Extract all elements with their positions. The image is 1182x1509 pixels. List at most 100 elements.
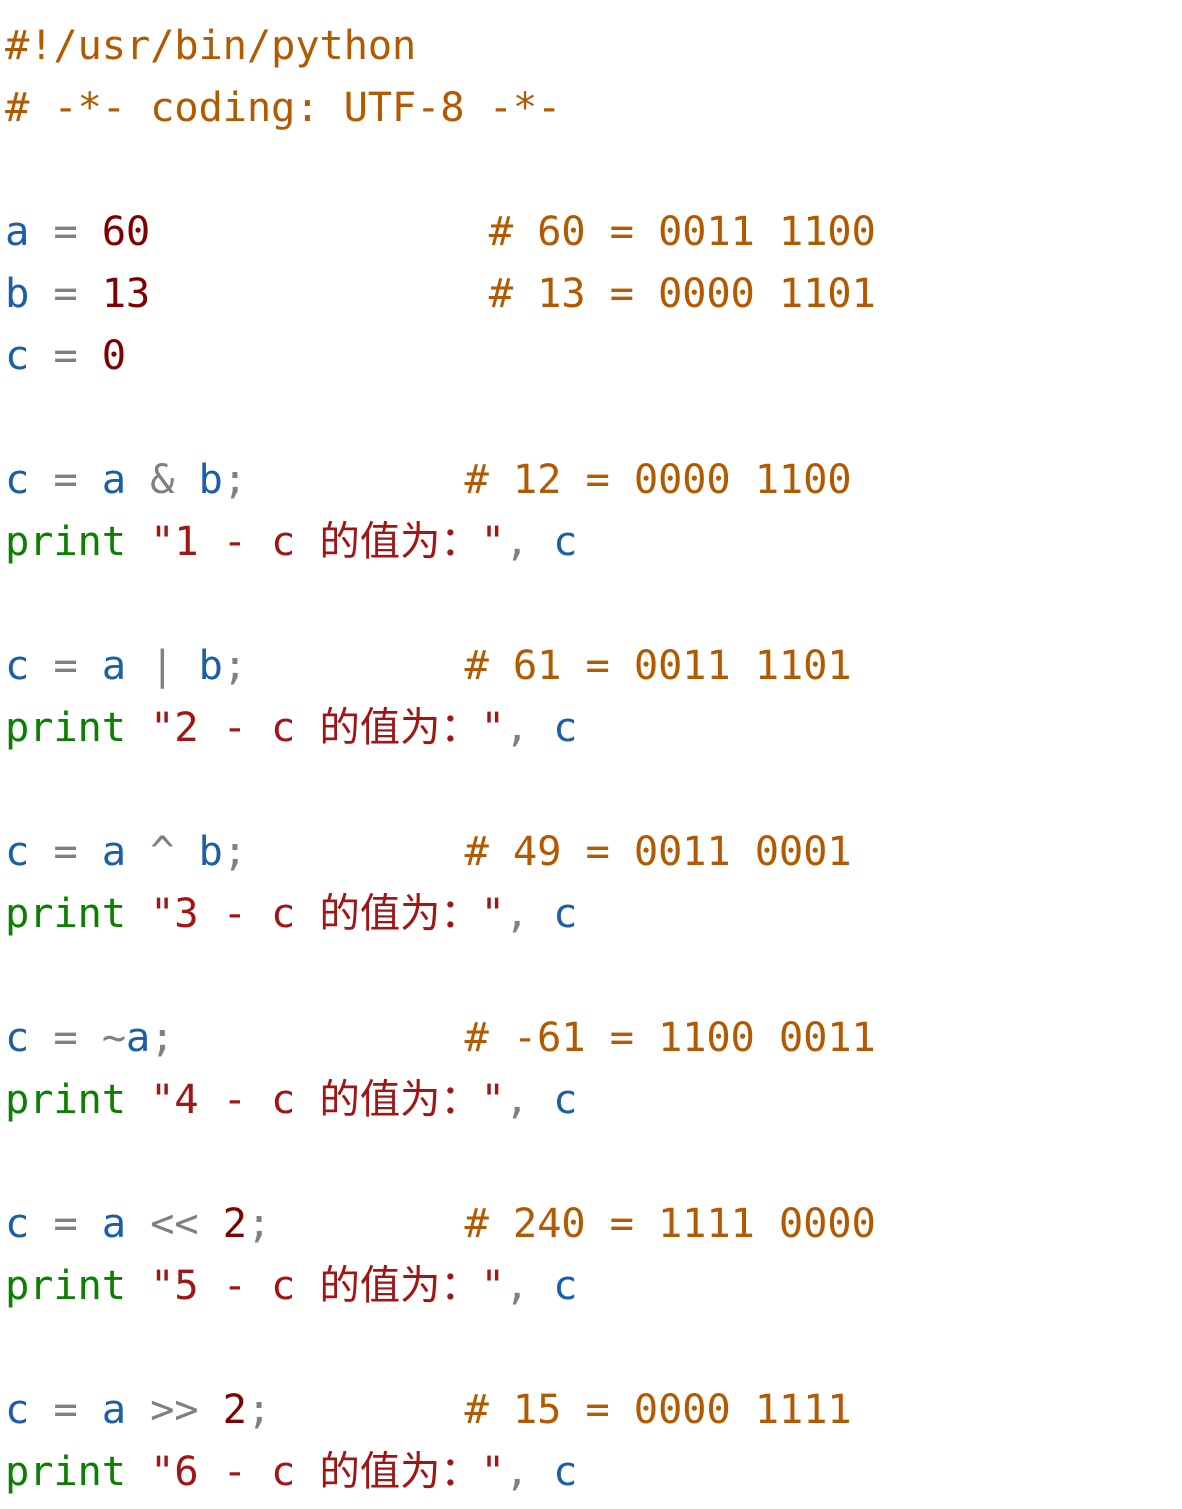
punctuation-token: ,: [504, 1075, 554, 1123]
punctuation-token: ;: [222, 455, 247, 503]
variable-token: c: [553, 517, 578, 565]
operator-token: [126, 517, 150, 565]
operator-token: [271, 1385, 464, 1433]
comment-token: # 61 = 0011 1101: [464, 641, 852, 689]
code-line: c = ~a; # -61 = 1100 0011: [5, 1006, 876, 1068]
variable-token: a: [101, 1385, 126, 1433]
operator-token: [126, 1447, 150, 1495]
operator-token: [271, 1199, 464, 1247]
variable-token: c: [5, 827, 30, 875]
comment-token: # -61 = 1100 0011: [464, 1013, 876, 1061]
variable-token: b: [5, 269, 30, 317]
code-line: print "3 - c 的值为：", c: [5, 882, 876, 944]
code-line: #!/usr/bin/python: [5, 14, 876, 76]
variable-token: b: [198, 827, 223, 875]
operator-token: [247, 455, 465, 503]
operator-token: [247, 641, 465, 689]
comment-token: #!/usr/bin/python: [5, 21, 417, 69]
code-line: print "5 - c 的值为：", c: [5, 1254, 876, 1316]
operator-token: [247, 827, 465, 875]
number-token: 13: [101, 269, 151, 317]
punctuation-token: ,: [504, 1261, 554, 1309]
keyword-token: print: [5, 1447, 126, 1495]
blank-line: [5, 1130, 876, 1192]
variable-token: c: [5, 1199, 30, 1247]
variable-token: c: [5, 1013, 30, 1061]
operator-token: =: [29, 641, 102, 689]
string-token: "4 - c 的值为：": [150, 1075, 505, 1123]
operator-token: [150, 269, 489, 317]
number-token: 2: [222, 1385, 247, 1433]
code-line: c = a >> 2; # 15 = 0000 1111: [5, 1378, 876, 1440]
code-line: print "4 - c 的值为：", c: [5, 1068, 876, 1130]
code-line: print "2 - c 的值为：", c: [5, 696, 876, 758]
variable-token: b: [198, 455, 223, 503]
blank-line: [5, 758, 876, 820]
operator-token: >>: [125, 1385, 223, 1433]
punctuation-token: ,: [504, 1447, 554, 1495]
keyword-token: print: [5, 1261, 126, 1309]
keyword-token: print: [5, 889, 126, 937]
operator-token: =: [29, 1385, 102, 1433]
number-token: 2: [222, 1199, 247, 1247]
operator-token: [174, 1013, 464, 1061]
variable-token: b: [198, 641, 223, 689]
operator-token: =: [29, 1199, 102, 1247]
operator-token: =: [29, 269, 102, 317]
operator-token: =: [29, 331, 102, 379]
variable-token: c: [553, 703, 578, 751]
code-line: c = a << 2; # 240 = 1111 0000: [5, 1192, 876, 1254]
variable-token: c: [553, 1075, 578, 1123]
punctuation-token: ;: [246, 1385, 272, 1433]
operator-token: <<: [125, 1199, 223, 1247]
comment-token: # 49 = 0011 0001: [464, 827, 852, 875]
operator-token: [126, 703, 150, 751]
blank-line: [5, 138, 876, 200]
code-line: a = 60 # 60 = 0011 1100: [5, 200, 876, 262]
string-token: "3 - c 的值为：": [150, 889, 505, 937]
punctuation-token: ;: [222, 827, 247, 875]
variable-token: a: [125, 1013, 151, 1061]
operator-token: = ~: [29, 1013, 126, 1061]
variable-token: c: [5, 641, 30, 689]
comment-token: # 240 = 1111 0000: [464, 1199, 876, 1247]
code-line: # -*- coding: UTF-8 -*-: [5, 76, 876, 138]
comment-token: # 15 = 0000 1111: [464, 1385, 852, 1433]
punctuation-token: ,: [504, 517, 554, 565]
string-token: "1 - c 的值为：": [150, 517, 505, 565]
number-token: 60: [101, 207, 151, 255]
string-token: "2 - c 的值为：": [150, 703, 505, 751]
punctuation-token: ,: [504, 703, 554, 751]
operator-token: ^: [125, 827, 199, 875]
string-token: "6 - c 的值为：": [150, 1447, 505, 1495]
comment-token: # 13 = 0000 1101: [488, 269, 876, 317]
blank-line: [5, 386, 876, 448]
comment-token: # 60 = 0011 1100: [488, 207, 876, 255]
punctuation-token: ;: [150, 1013, 175, 1061]
variable-token: c: [553, 1261, 578, 1309]
variable-token: c: [553, 889, 578, 937]
code-line: c = a | b; # 61 = 0011 1101: [5, 634, 876, 696]
variable-token: a: [101, 827, 126, 875]
code-line: c = a ^ b; # 49 = 0011 0001: [5, 820, 876, 882]
operator-token: [126, 1075, 150, 1123]
keyword-token: print: [5, 703, 126, 751]
blank-line: [5, 572, 876, 634]
code-line: print "1 - c 的值为：", c: [5, 510, 876, 572]
keyword-token: print: [5, 1075, 126, 1123]
variable-token: a: [101, 641, 126, 689]
comment-token: # -*- coding: UTF-8 -*-: [5, 83, 562, 131]
variable-token: c: [5, 331, 30, 379]
blank-line: [5, 944, 876, 1006]
variable-token: a: [5, 207, 30, 255]
operator-token: [150, 207, 489, 255]
operator-token: &: [125, 455, 199, 503]
blank-line: [5, 1316, 876, 1378]
variable-token: c: [5, 455, 30, 503]
operator-token: =: [29, 455, 102, 503]
variable-token: c: [5, 1385, 30, 1433]
code-line: c = a & b; # 12 = 0000 1100: [5, 448, 876, 510]
operator-token: [126, 1261, 150, 1309]
operator-token: [126, 889, 150, 937]
keyword-token: print: [5, 517, 126, 565]
